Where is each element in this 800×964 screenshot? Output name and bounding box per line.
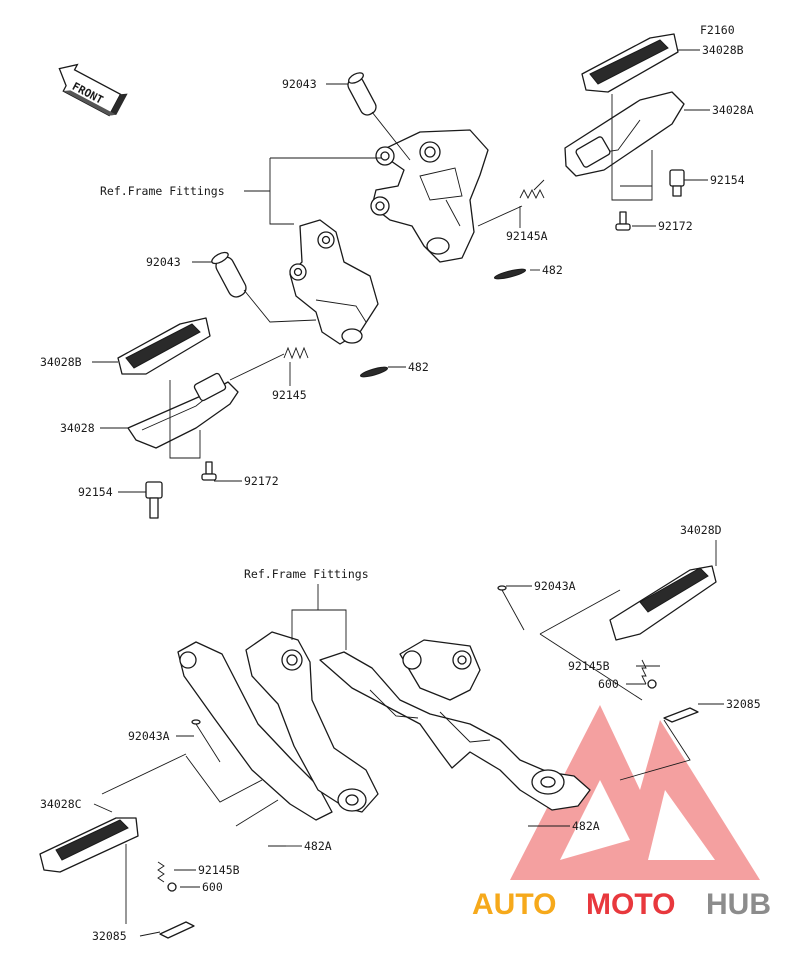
pin-92043-left (211, 251, 247, 298)
snap-ring-482-top (493, 268, 527, 280)
leader-lines (92, 49, 724, 937)
label-92145: 92145 (272, 388, 307, 402)
label-34028c: 34028C (40, 797, 82, 811)
right-footrest-bracket-upper (370, 129, 489, 263)
rubber-34028b-left (117, 317, 211, 375)
callout-labels: 92043 Ref.Frame Fittings 92043 34028B 34… (40, 43, 761, 943)
label-92172-right: 92172 (658, 219, 693, 233)
front-direction-badge: FRONT (58, 63, 128, 117)
label-92043-left: 92043 (146, 255, 181, 269)
snap-ring-482-lower (360, 366, 388, 378)
plate-32085-right (663, 707, 699, 723)
plate-32085-left (159, 921, 195, 939)
spring-92145 (283, 346, 309, 360)
label-32085-right: 32085 (726, 697, 761, 711)
pin-92043a-left (191, 719, 221, 763)
footpeg-34028a (564, 91, 685, 177)
figure-code: F2160 (700, 23, 735, 37)
watermark-triangle-icon (510, 705, 760, 880)
label-92154-right: 92154 (710, 173, 745, 187)
ball-600-left (167, 882, 177, 892)
spring-92145b-left (157, 861, 165, 883)
watermark-auto: AUTO (472, 888, 556, 921)
screw-92172-left (201, 461, 217, 481)
pin-92043a-right (497, 585, 525, 631)
label-92043a-left: 92043A (128, 729, 170, 743)
label-92043a-right: 92043A (534, 579, 576, 593)
label-92172-left: 92172 (244, 474, 279, 488)
label-482a-right: 482A (572, 819, 600, 833)
bolt-92154-right (669, 169, 685, 197)
left-passenger-bracket (177, 631, 379, 821)
label-ref-frame-fittings-lower: Ref.Frame Fittings (244, 567, 369, 581)
right-passenger-bracket (319, 639, 591, 811)
label-32085-left: 32085 (92, 929, 127, 943)
label-600-left: 600 (202, 880, 223, 894)
label-92145b-right: 92145B (568, 659, 610, 673)
spring-92145a (519, 179, 545, 200)
label-482a-left: 482A (304, 839, 332, 853)
watermark-text: AUTO MOTO HUB (472, 888, 771, 921)
pin-92043-top (347, 72, 377, 116)
label-482-lower: 482 (408, 360, 429, 374)
watermark-moto: MOTO (586, 888, 675, 921)
watermark-hub: HUB (706, 888, 771, 921)
footpeg-34028c (39, 817, 139, 873)
label-92043-top: 92043 (282, 77, 317, 91)
label-92145b-left: 92145B (198, 863, 240, 877)
label-92154-left: 92154 (78, 485, 113, 499)
ball-600-right (647, 679, 657, 689)
label-92145a: 92145A (506, 229, 548, 243)
label-34028b-right: 34028B (702, 43, 744, 57)
label-ref-frame-fittings-upper: Ref.Frame Fittings (100, 184, 225, 198)
left-footrest-bracket-upper (289, 219, 379, 345)
screw-92172-right (615, 211, 631, 231)
label-34028a: 34028A (712, 103, 754, 117)
footpeg-34028 (127, 372, 239, 449)
footpeg-34028d (609, 565, 717, 641)
rubber-34028b-right (581, 33, 679, 93)
label-600-right: 600 (598, 677, 619, 691)
label-482-top: 482 (542, 263, 563, 277)
spring-92145b-right (641, 659, 647, 685)
bolt-92154-left (145, 481, 163, 519)
label-34028d: 34028D (680, 523, 722, 537)
label-34028: 34028 (60, 421, 95, 435)
watermark-logo (510, 705, 760, 880)
label-34028b-left: 34028B (40, 355, 82, 369)
